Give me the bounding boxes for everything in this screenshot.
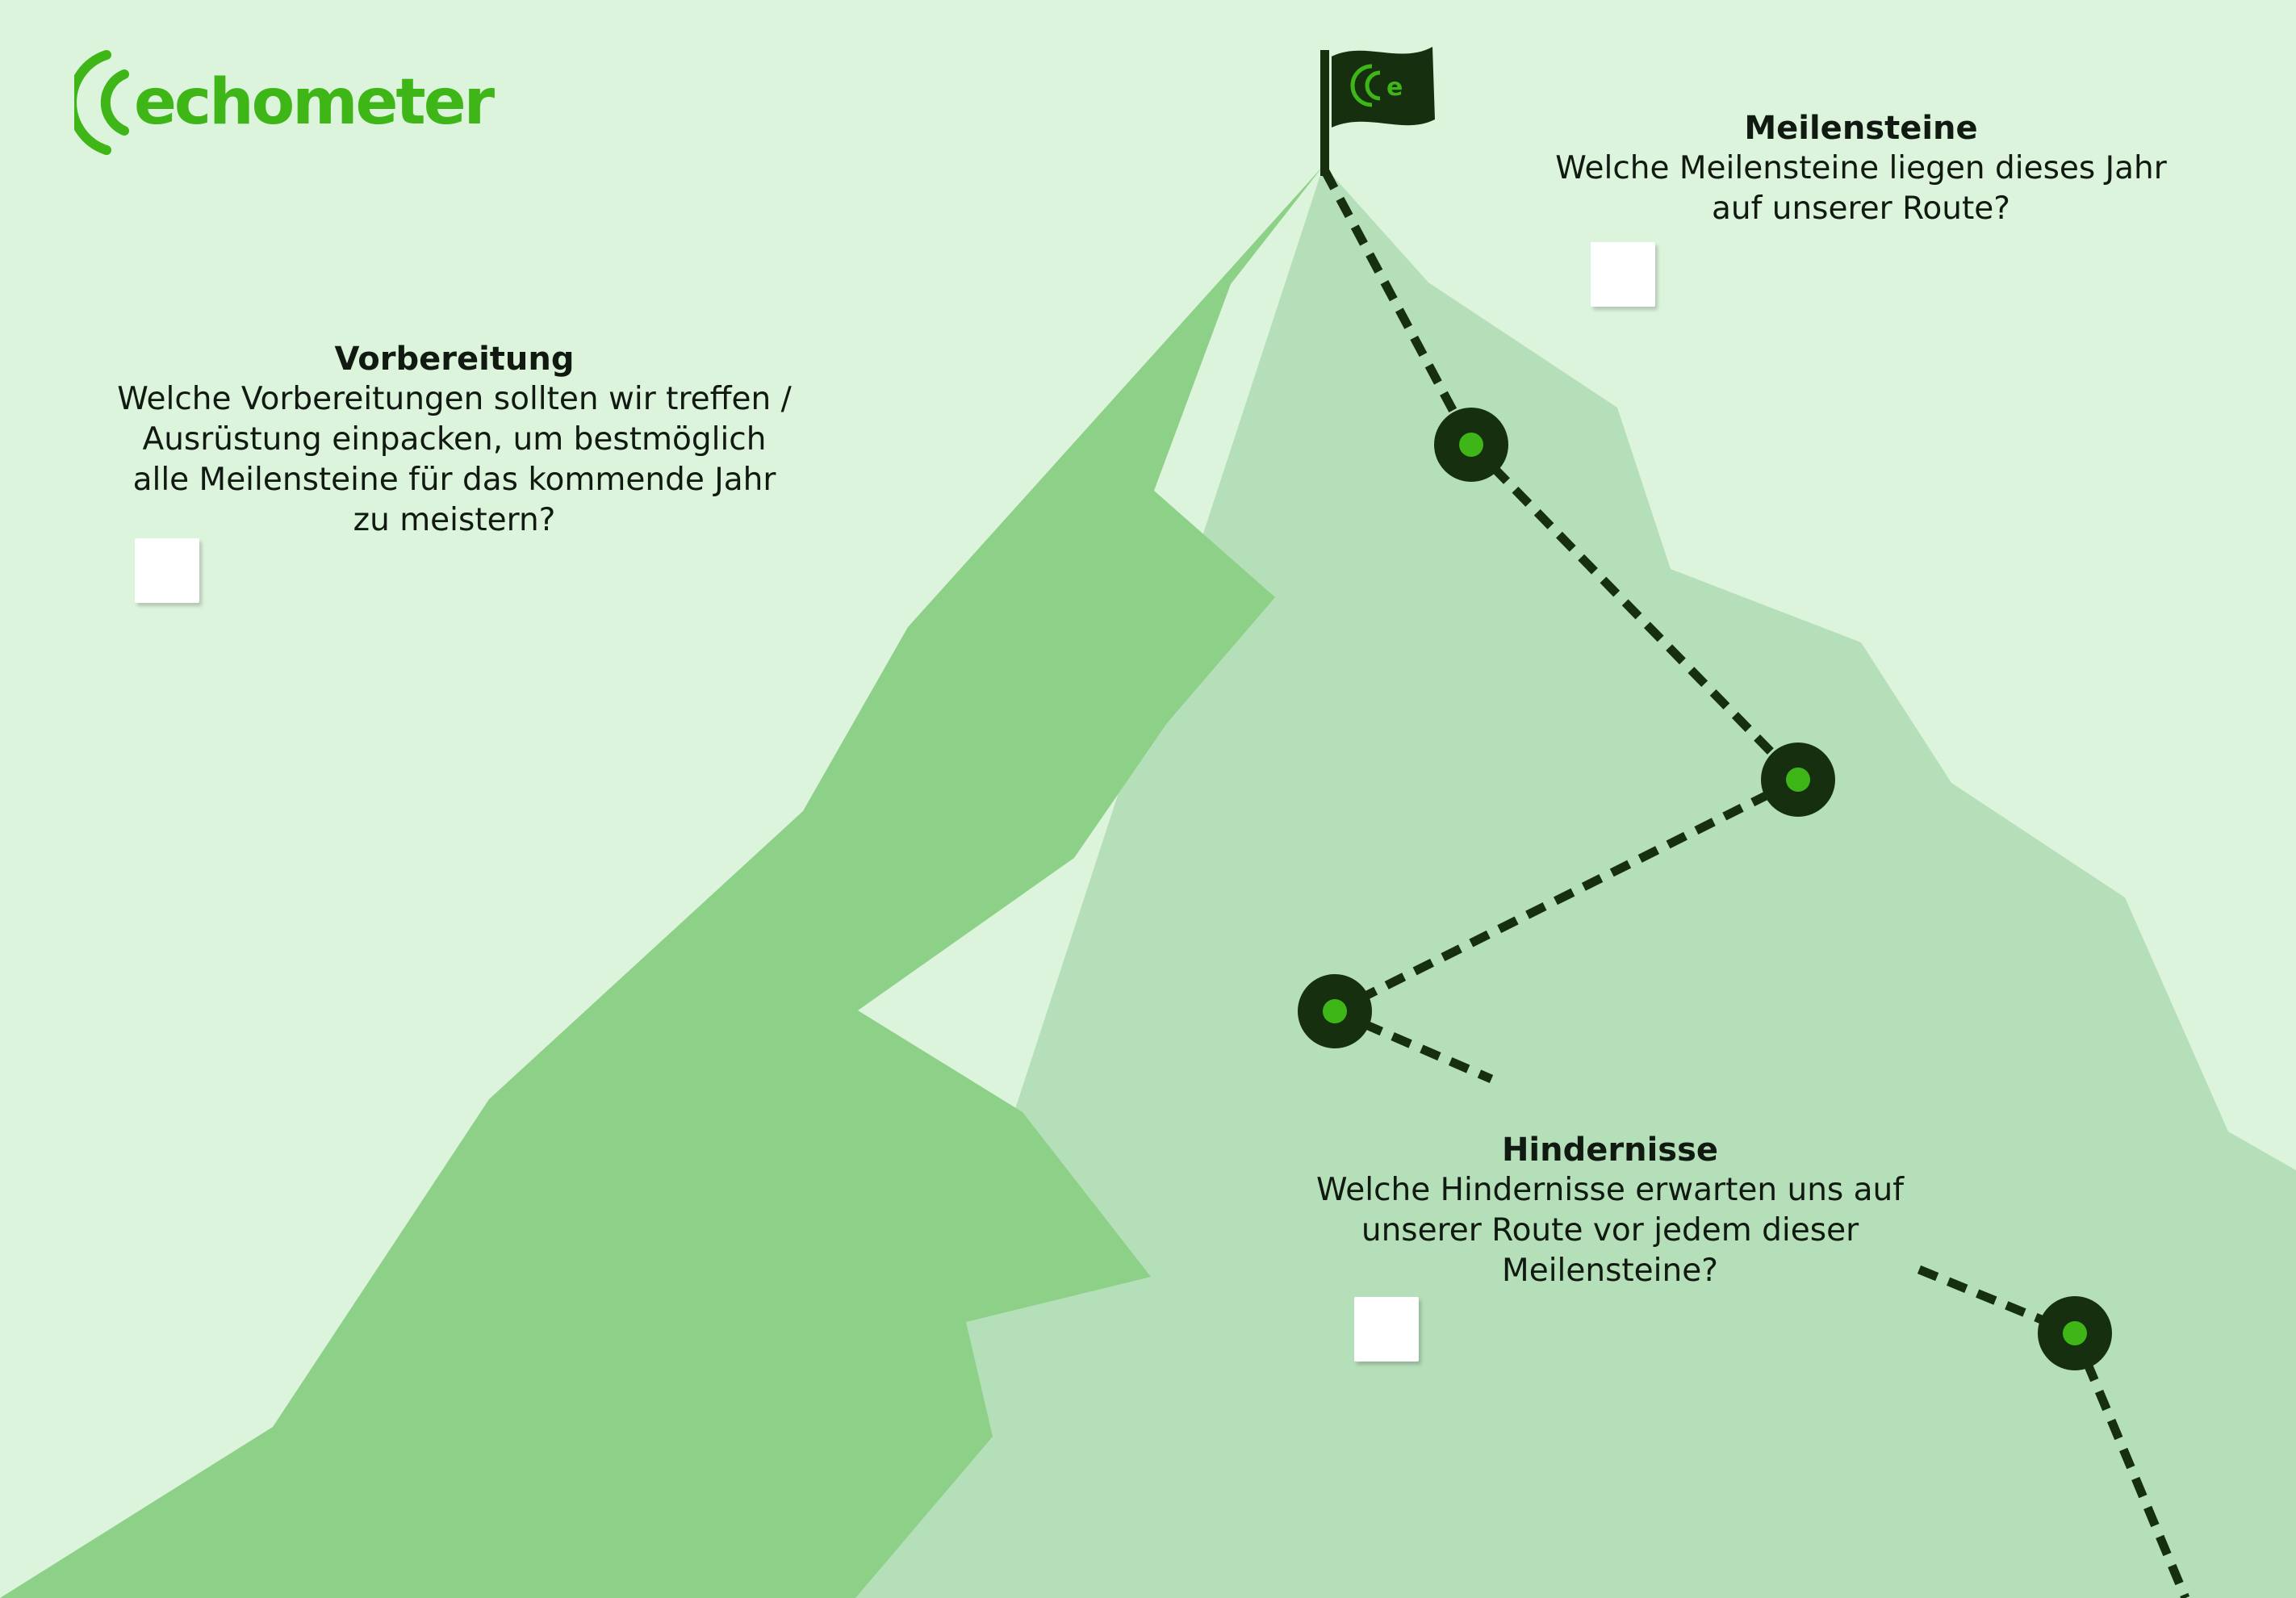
summit-flag-icon: e xyxy=(1320,47,1435,176)
sticky-note[interactable] xyxy=(135,538,199,603)
obstacles-section: Hindernisse Welche Hindernisse erwarten … xyxy=(1307,1130,1913,1291)
milestones-question: Welche Meilensteine liegen dieses Jahr a… xyxy=(1555,150,2167,227)
mountain-dark-face xyxy=(0,165,1324,1598)
milestones-section: Meilensteine Welche Meilensteine liegen … xyxy=(1525,108,2197,229)
obstacles-question: Welche Hindernisse erwarten uns auf unse… xyxy=(1316,1172,1904,1289)
echometer-logo-icon xyxy=(74,50,129,155)
sticky-note[interactable] xyxy=(1591,242,1655,307)
route-segment xyxy=(1332,1006,1494,1084)
preparation-section: Vorbereitung Welche Vorbereitungen sollt… xyxy=(113,339,796,541)
waypoint-icon xyxy=(1434,408,1508,482)
preparation-question: Welche Vorbereitungen sollten wir treffe… xyxy=(117,381,792,538)
route-segment xyxy=(1468,441,1801,783)
route-segment xyxy=(2070,1331,2190,1598)
sticky-note[interactable] xyxy=(1354,1297,1419,1362)
mountain-light-face xyxy=(855,165,2296,1598)
route-segment xyxy=(1321,169,1475,447)
echometer-logo: echometer xyxy=(74,50,495,155)
route-segment xyxy=(1332,776,1800,1015)
waypoint-icon xyxy=(1761,743,1835,817)
milestones-title: Meilensteine xyxy=(1744,110,1978,147)
waypoint-icon xyxy=(1298,974,1372,1048)
preparation-title: Vorbereitung xyxy=(334,341,575,378)
waypoint-icon xyxy=(2038,1296,2112,1370)
logo-wordmark: echometer xyxy=(134,66,495,139)
obstacles-title: Hindernisse xyxy=(1501,1132,1719,1169)
flag-mark: e xyxy=(1386,73,1403,102)
